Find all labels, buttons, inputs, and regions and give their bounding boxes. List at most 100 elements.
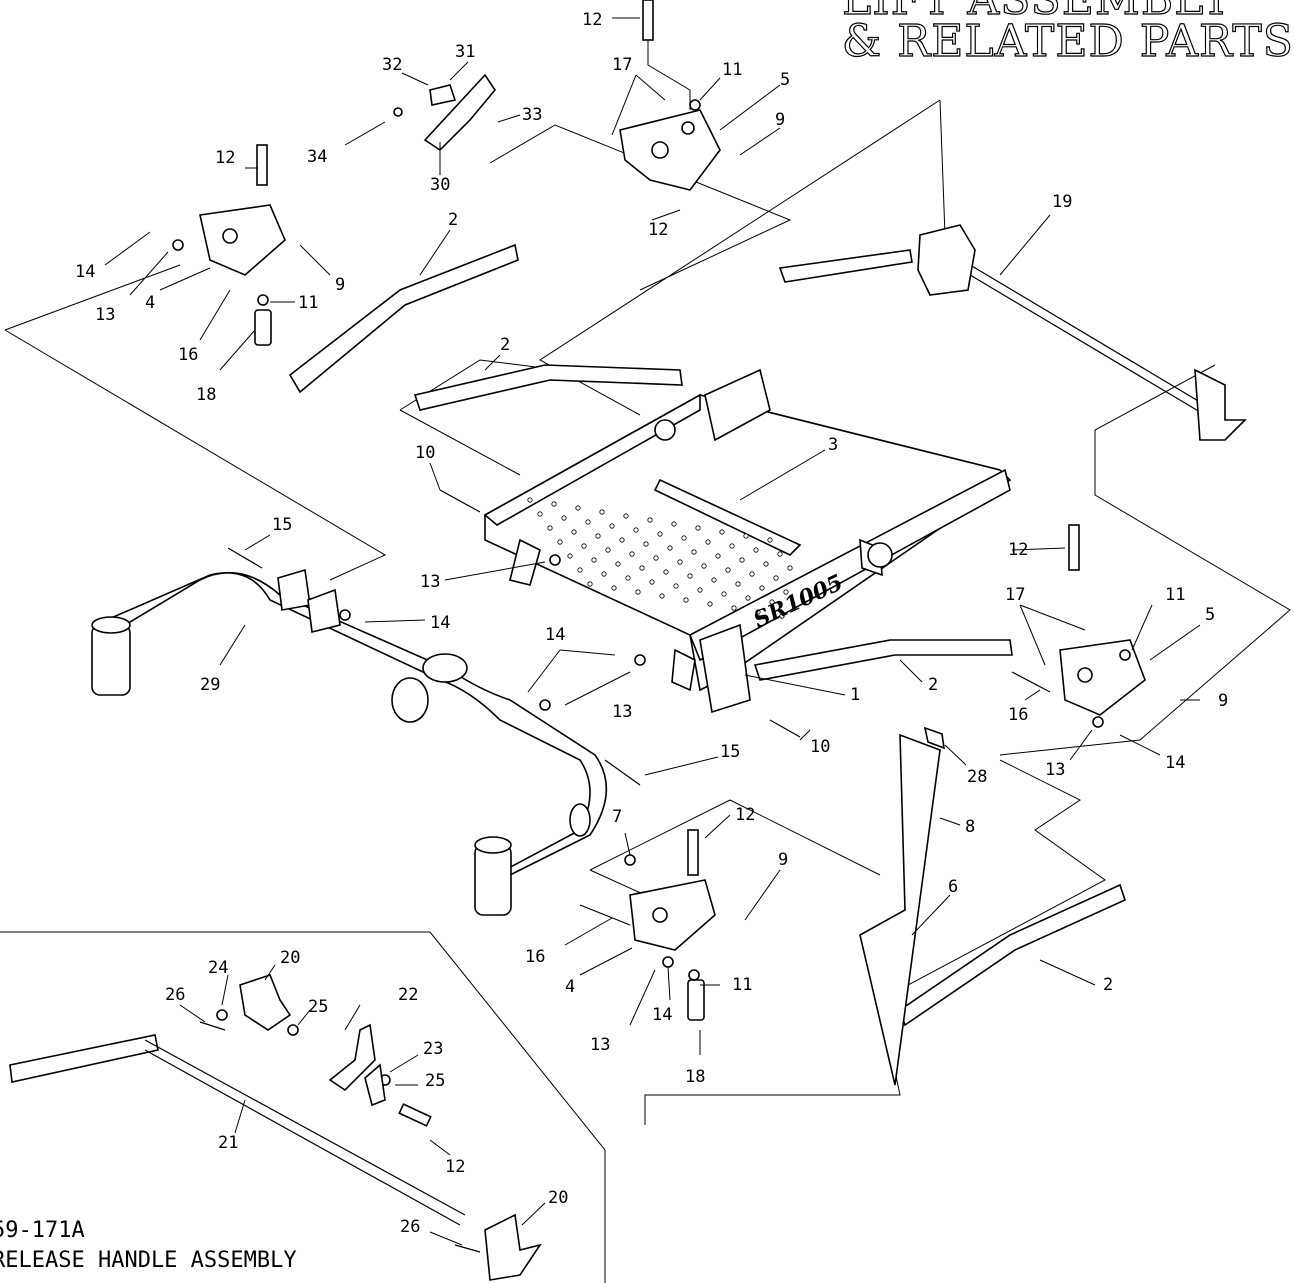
perforation-hole — [629, 551, 635, 557]
perforation-hole — [763, 561, 769, 567]
perforation-hole — [719, 529, 725, 535]
perforation-hole — [657, 531, 663, 537]
main-frame — [483, 368, 1012, 714]
callout-12: 12 — [582, 10, 602, 30]
callout-25: 25 — [425, 1071, 445, 1091]
callout-16: 16 — [1008, 705, 1028, 725]
callout-12: 12 — [445, 1157, 465, 1177]
release-latches — [239, 224, 1247, 1281]
callout-2: 2 — [1103, 975, 1113, 995]
perforation-hole — [721, 591, 727, 597]
perforation-hole — [671, 521, 677, 527]
callout-33: 33 — [522, 105, 542, 125]
perforation-hole — [783, 589, 789, 595]
callout-13: 13 — [590, 1035, 610, 1055]
perforation-hole — [577, 567, 583, 573]
callout-13: 13 — [420, 572, 440, 592]
callout-1: 1 — [850, 685, 860, 705]
perforation-hole — [725, 567, 731, 573]
washers-and-nuts — [172, 99, 1131, 1086]
callout-7: 7 — [612, 807, 622, 827]
callout-18: 18 — [196, 385, 216, 405]
callout-10: 10 — [415, 443, 435, 463]
perforation-hole — [635, 589, 641, 595]
frame-perforations — [527, 497, 793, 619]
callout-4: 4 — [565, 977, 575, 997]
perforation-hole — [647, 517, 653, 523]
callout-17: 17 — [612, 55, 632, 75]
callout-11: 11 — [732, 975, 752, 995]
perforation-hole — [687, 573, 693, 579]
perforation-hole — [667, 545, 673, 551]
callout-16: 16 — [525, 947, 545, 967]
callout-3: 3 — [828, 435, 838, 455]
callout-26: 26 — [400, 1217, 420, 1237]
callout-16: 16 — [178, 345, 198, 365]
diagram-title-line1: LIFT ASSEMBLY — [841, 0, 1232, 26]
perforation-hole — [605, 547, 611, 553]
callout-11: 11 — [1165, 585, 1185, 605]
callout-5: 5 — [1205, 605, 1215, 625]
callout-6: 6 — [948, 877, 958, 897]
perforation-hole — [691, 549, 697, 555]
callout-15: 15 — [272, 515, 292, 535]
perforation-hole — [567, 553, 573, 559]
callout-2: 2 — [928, 675, 938, 695]
perforation-hole — [729, 543, 735, 549]
perforation-hole — [609, 523, 615, 529]
perforation-hole — [735, 581, 741, 587]
callout-12: 12 — [735, 805, 755, 825]
callout-9: 9 — [778, 850, 788, 870]
perforation-hole — [547, 525, 553, 531]
perforation-hole — [643, 541, 649, 547]
perforation-hole — [707, 601, 713, 607]
perforation-hole — [561, 515, 567, 521]
misc-plates — [277, 73, 945, 1107]
perforation-hole — [557, 539, 563, 545]
callout-9: 9 — [335, 275, 345, 295]
callout-9: 9 — [775, 110, 785, 130]
perforation-hole — [585, 519, 591, 525]
perforation-hole — [581, 543, 587, 549]
pivot-brackets — [199, 109, 1146, 951]
callout-14: 14 — [75, 262, 95, 282]
lift-arm-parts-2 — [9, 243, 1126, 1083]
callout-13: 13 — [1045, 760, 1065, 780]
callout-19: 19 — [1052, 192, 1072, 212]
callout-14: 14 — [652, 1005, 672, 1025]
callout-29: 29 — [200, 675, 220, 695]
perforation-hole — [527, 497, 533, 503]
perforation-hole — [537, 511, 543, 517]
callout-30: 30 — [430, 175, 450, 195]
perforation-hole — [663, 569, 669, 575]
perforation-hole — [659, 593, 665, 599]
perforation-hole — [575, 505, 581, 511]
perforation-hole — [753, 547, 759, 553]
callout-34: 34 — [307, 147, 327, 167]
perforation-hole — [695, 525, 701, 531]
perforation-hole — [731, 605, 737, 611]
callout-12: 12 — [1008, 540, 1028, 560]
perforation-hole — [759, 585, 765, 591]
callout-13: 13 — [612, 702, 632, 722]
perforation-hole — [639, 565, 645, 571]
callout-23: 23 — [423, 1039, 443, 1059]
perforation-hole — [767, 537, 773, 543]
callout-leader-lines — [104, 17, 1201, 1246]
perforation-hole — [653, 555, 659, 561]
callout-18: 18 — [685, 1067, 705, 1087]
perforation-hole — [743, 533, 749, 539]
perforation-hole — [595, 533, 601, 539]
perforation-hole — [591, 557, 597, 563]
perforation-hole — [615, 561, 621, 567]
callout-labels: 12 17 11 5 9 32 31 33 34 30 12 12 14 13 … — [75, 10, 1228, 1237]
perforation-hole — [619, 537, 625, 543]
callout-9: 9 — [1218, 691, 1228, 711]
callout-5: 5 — [780, 70, 790, 90]
perforation-hole — [611, 585, 617, 591]
callout-12: 12 — [648, 220, 668, 240]
callout-14: 14 — [545, 625, 565, 645]
perforation-hole — [755, 609, 761, 615]
inset-part-code: 59-171A — [0, 1218, 85, 1243]
